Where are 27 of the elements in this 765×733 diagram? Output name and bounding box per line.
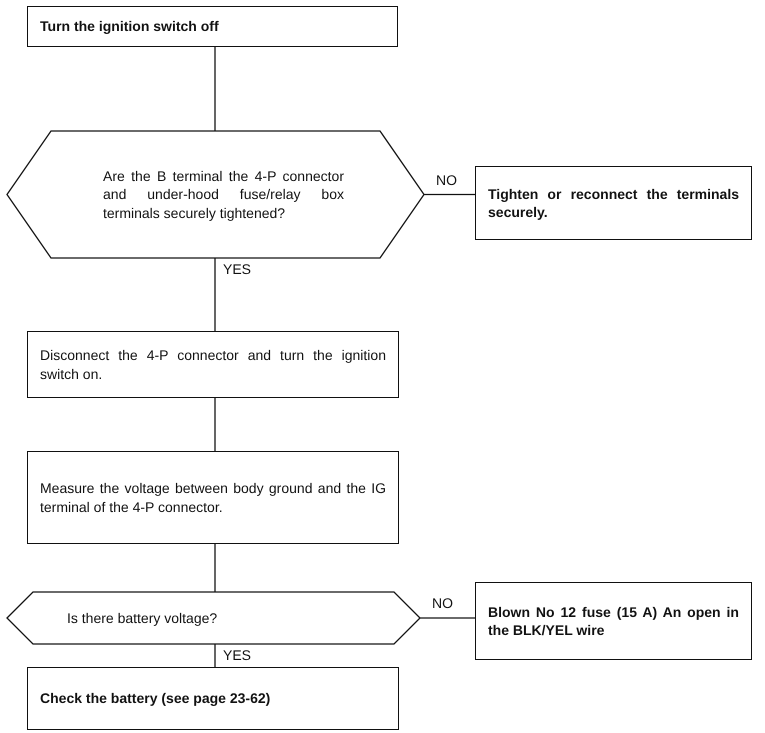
edge-label: YES (221, 262, 254, 278)
process-box (475, 166, 752, 240)
connector-line (214, 644, 216, 667)
connector-line (214, 544, 216, 592)
step-text: Turn the ignition switch off (40, 17, 220, 36)
connector-line (214, 398, 216, 451)
decision-hexagon (7, 592, 420, 644)
edge-label: YES (221, 648, 254, 664)
edge-label: NO (430, 596, 455, 612)
process-box (27, 451, 399, 544)
process-box (27, 667, 399, 730)
edge-label: NO (434, 172, 459, 188)
step-text: Are the B terminal the 4-P connector and under-hood fuse/relay box terminals securely tightened? (103, 167, 344, 222)
connector-line (420, 617, 475, 619)
step-text: Check the battery (see page 23-62) (40, 689, 272, 708)
step-text: Is there battery voltage? (67, 608, 218, 628)
process-box (27, 331, 399, 398)
process-box (27, 6, 398, 47)
step-text: Blown No 12 fuse (15 A) An open in the BLK/YEL wire (488, 602, 739, 640)
step-text: Measure the voltage between body ground and the IG terminal of the 4-P connector. (40, 479, 386, 516)
connector-line (214, 258, 216, 331)
process-box (475, 582, 752, 660)
step-text: Disconnect the 4-P connector and turn the ignition switch on. (40, 346, 386, 383)
connector-line (214, 47, 216, 131)
step-text: Tighten or reconnect the terminals securely. (488, 184, 739, 222)
connector-line (424, 194, 475, 196)
decision-hexagon (7, 131, 424, 258)
